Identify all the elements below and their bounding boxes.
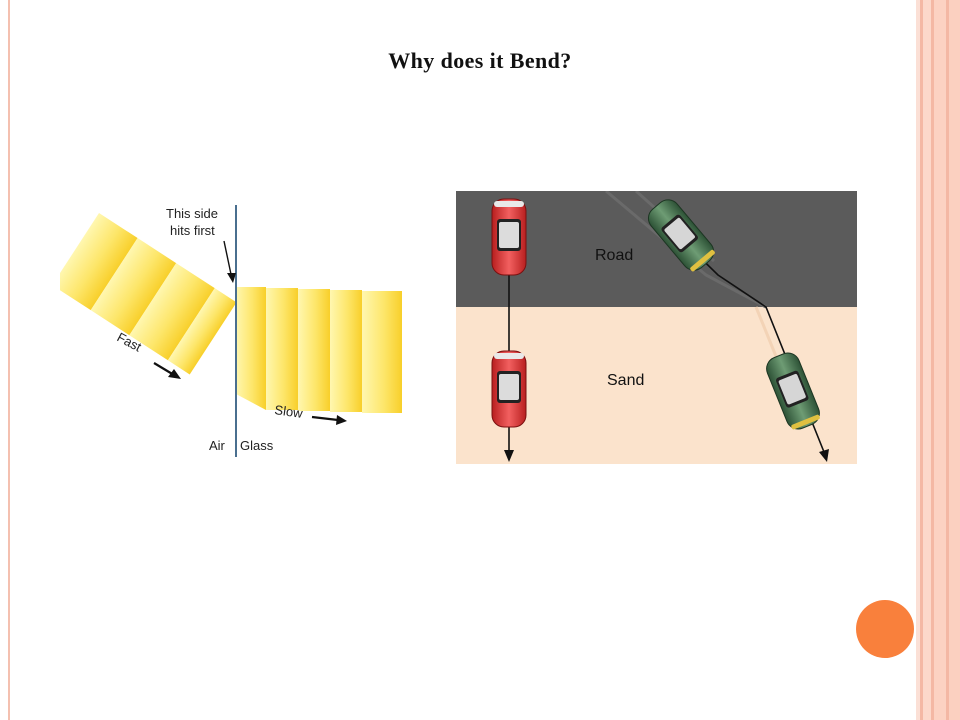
red-car-sand xyxy=(491,350,527,428)
label-hits-first-line1: This side xyxy=(166,206,218,221)
red-car-arrowhead xyxy=(504,450,514,462)
red-car-road xyxy=(491,198,527,276)
label-sand: Sand xyxy=(607,372,644,389)
slow-arrow xyxy=(311,415,339,422)
accent-circle xyxy=(856,600,914,658)
slow-wave-band xyxy=(236,287,402,413)
refraction-diagram: This side hits first Fast Slow Air Glass xyxy=(60,205,402,457)
pointer-arrowhead xyxy=(227,273,236,283)
wavefront xyxy=(266,288,298,410)
slow-arrowhead xyxy=(336,415,347,425)
label-glass: Glass xyxy=(240,438,274,453)
wavefront xyxy=(167,288,237,375)
wavefront xyxy=(298,289,330,411)
pointer-arrow xyxy=(223,240,233,280)
wavefront xyxy=(60,213,138,311)
slide-title: Why does it Bend? xyxy=(388,48,572,73)
wavefront xyxy=(236,287,266,410)
label-slow: Slow xyxy=(274,402,305,421)
slide-border-left xyxy=(8,0,10,720)
label-air: Air xyxy=(209,438,226,453)
fast-arrow xyxy=(153,362,175,376)
label-road: Road xyxy=(595,247,633,264)
wavefront xyxy=(90,238,177,336)
tire-track xyxy=(605,191,767,309)
green-car-arrowhead xyxy=(819,449,829,462)
fast-wave-band xyxy=(60,213,237,375)
wavefront xyxy=(362,291,402,413)
wavefront xyxy=(330,290,362,412)
wavefront xyxy=(129,263,215,361)
slide-border-right xyxy=(916,0,960,720)
fast-arrowhead xyxy=(168,369,181,379)
label-hits-first-line2: hits first xyxy=(170,223,215,238)
car-diagram: Road Sand xyxy=(456,191,857,464)
